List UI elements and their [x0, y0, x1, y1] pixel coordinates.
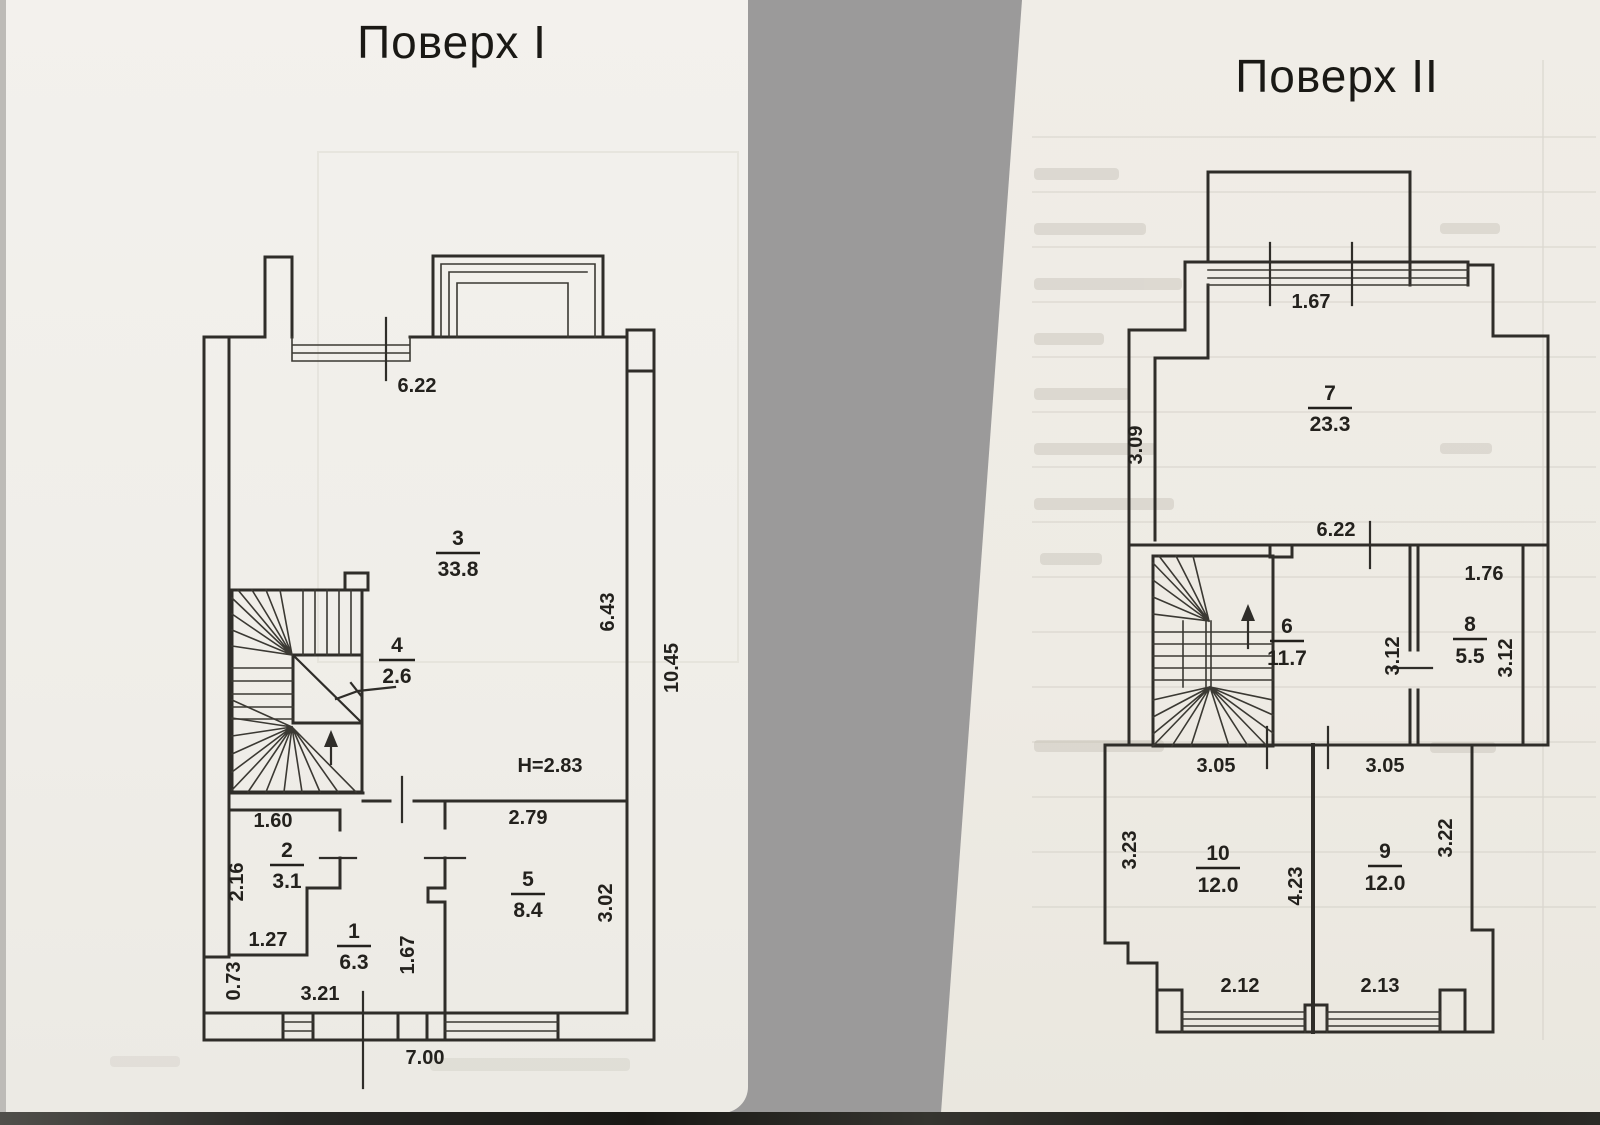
- f1-dim-ceiling-height: H=2.83: [517, 755, 582, 777]
- floor2-stair-up-arrow: [1241, 604, 1255, 650]
- f1-dim-right-inner: 6.43: [597, 593, 619, 632]
- f1-room3-number: 3: [452, 527, 464, 550]
- f1-dim-top: 6.22: [398, 375, 437, 397]
- f2-dim-r8-top: 1.76: [1465, 563, 1504, 585]
- f2-dim-r7-bottom: 6.22: [1317, 519, 1356, 541]
- floor1-window-hatches: [282, 336, 559, 1032]
- f1-room5-label: 5 8.4: [511, 868, 545, 922]
- f1-room3-area: 33.8: [438, 558, 479, 581]
- f2-room9-number: 9: [1379, 840, 1391, 863]
- f2-dim-r9-bottom: 2.13: [1361, 975, 1400, 997]
- f2-room10-number: 10: [1206, 842, 1229, 865]
- f2-room8-number: 8: [1464, 613, 1476, 636]
- f2-dim-r8-left: 3.12: [1382, 637, 1404, 676]
- f2-room10-area: 12.0: [1198, 874, 1239, 897]
- f2-dim-r10-bottom: 2.12: [1221, 975, 1260, 997]
- f1-room1-label: 1 6.3: [337, 920, 371, 974]
- f2-room8-label: 8 5.5: [1453, 613, 1487, 668]
- f2-room10-label: 10 12.0: [1196, 842, 1240, 897]
- f2-room6-label: 6 11.7: [1267, 615, 1307, 670]
- f1-room4-label: 4 2.6: [379, 634, 415, 688]
- floor2-title: Поверх II: [1235, 50, 1439, 102]
- f1-room4-area: 2.6: [382, 665, 411, 688]
- photo-bottom-edge: [0, 1112, 1600, 1125]
- f2-room8-area: 5.5: [1455, 645, 1485, 668]
- f1-room1-number: 1: [348, 920, 360, 943]
- floor2-opening-ticks: [1265, 241, 1434, 770]
- floor2-plan: Поверх II 1.67 3.09 6.22 1.76 3.12 3.12 …: [1103, 50, 1550, 1034]
- f1-dim-r2-left: 2.16: [226, 863, 248, 902]
- floor1-stair: [230, 571, 370, 794]
- f1-room5-area: 8.4: [513, 899, 543, 922]
- floor2-walls: [1103, 170, 1550, 1034]
- f1-room1-area: 6.3: [339, 951, 368, 974]
- f2-room7-label: 7 23.3: [1308, 382, 1352, 436]
- f2-dim-mid: 4.23: [1285, 867, 1307, 906]
- f1-dim-r1-right: 1.67: [397, 936, 419, 975]
- f1-room2-label: 2 3.1: [270, 839, 304, 893]
- floor1-walls: [202, 254, 656, 1042]
- f2-dim-r7-left: 3.09: [1125, 426, 1147, 465]
- f1-dim-r5-right: 3.02: [595, 884, 617, 923]
- f1-dim-bottom: 7.00: [406, 1047, 445, 1069]
- f1-room4-number: 4: [391, 634, 403, 657]
- page1-bleedthrough: [110, 151, 739, 1071]
- floor1-opening-ticks: [318, 316, 467, 1090]
- page2-bleedthrough-text-smudges: [1034, 168, 1500, 753]
- f1-dim-r5-top: 2.79: [509, 807, 548, 829]
- floor1-plan: Поверх I 6.22 6.43 10.45 H=2.83 1.60 2.1…: [202, 16, 683, 1090]
- f2-dim-r10-top: 3.05: [1197, 755, 1236, 777]
- floor2-stair: [1151, 554, 1275, 748]
- f2-dim-r9-right: 3.22: [1435, 819, 1457, 858]
- f2-room6-number: 6: [1281, 615, 1293, 638]
- f2-dim-r10-left: 3.23: [1119, 831, 1141, 870]
- f1-room2-area: 3.1: [272, 870, 302, 893]
- f2-room7-area: 23.3: [1310, 413, 1351, 436]
- floor1-title: Поверх I: [357, 16, 547, 68]
- f2-dim-r9-top: 3.05: [1366, 755, 1405, 777]
- floor1-bay-window: [440, 263, 596, 338]
- f1-room3-label: 3 33.8: [436, 527, 480, 581]
- f2-room6-area: 11.7: [1267, 647, 1307, 670]
- floor2-window-hatches: [1181, 269, 1469, 1033]
- f1-dim-r1-bottom: 3.21: [301, 983, 340, 1005]
- f2-room7-number: 7: [1324, 382, 1336, 405]
- page-floor1-paper: [6, 0, 748, 1113]
- f1-dim-left-step: 0.73: [223, 962, 245, 1001]
- f2-dim-r8-right: 3.12: [1495, 639, 1517, 678]
- f1-room5-number: 5: [522, 868, 534, 891]
- f2-room9-area: 12.0: [1365, 872, 1406, 895]
- f1-dim-r2-bottom: 1.27: [249, 929, 288, 951]
- f2-dim-balcony: 1.67: [1292, 291, 1331, 313]
- floor1-stair-up-arrow: [324, 730, 338, 766]
- f1-room2-number: 2: [281, 839, 293, 862]
- f1-dim-right-outer: 10.45: [661, 643, 683, 693]
- f1-dim-r2-top: 1.60: [254, 810, 293, 832]
- f2-room9-label: 9 12.0: [1365, 840, 1406, 895]
